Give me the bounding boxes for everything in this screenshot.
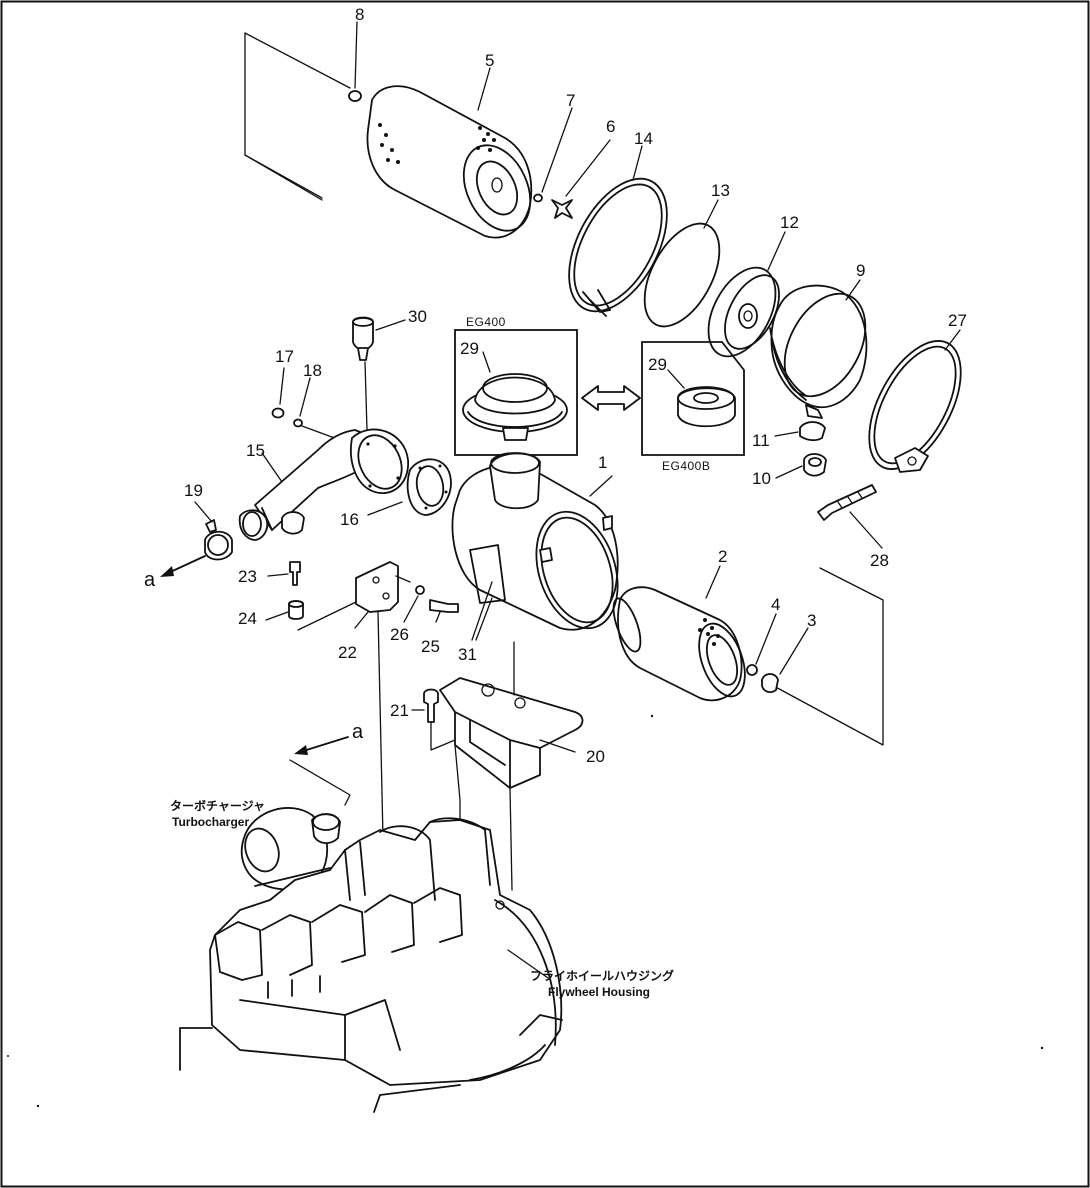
label-part-29-eg400b: 29 xyxy=(648,355,667,374)
label-part-10: 10 xyxy=(752,469,771,488)
part-14-clamp-band xyxy=(568,145,668,317)
part-5-perforations xyxy=(378,123,496,164)
caption-flywheel-en: Flywheel Housing xyxy=(548,985,650,999)
caption-turbocharger-en: Turbocharger xyxy=(172,815,249,829)
label-part-25: 25 xyxy=(421,637,440,656)
connection-arrow-a-left xyxy=(160,555,206,577)
scan-specks xyxy=(7,714,1044,1108)
part-19-hose-clamp xyxy=(194,501,233,561)
part-5-filter-element xyxy=(366,67,533,239)
part-18-washer xyxy=(293,377,341,441)
part-number-labels: 1 2 3 4 5 6 7 8 9 10 11 12 13 14 15 16 1… xyxy=(184,5,967,766)
part-26-washer xyxy=(403,585,425,623)
label-part-17: 17 xyxy=(275,347,294,366)
part-13-o-ring xyxy=(643,199,721,328)
label-part-5: 5 xyxy=(485,51,494,70)
part-1-air-cleaner-body xyxy=(451,452,619,641)
variant-swap-arrow xyxy=(581,385,641,411)
variant-box-eg400 xyxy=(454,329,578,456)
label-part-8: 8 xyxy=(355,5,364,24)
label-part-12: 12 xyxy=(780,213,799,232)
part-17-nut xyxy=(271,367,285,419)
part-4-washer xyxy=(746,613,777,676)
part-12-vane xyxy=(707,231,786,358)
label-part-29-eg400: 29 xyxy=(460,339,479,358)
part-30-dust-indicator xyxy=(352,316,406,431)
part-11-clamp xyxy=(774,421,826,442)
part-28-bolt xyxy=(817,484,883,549)
variant-label-eg400: EG400 xyxy=(466,315,506,329)
part-20-bracket xyxy=(439,641,584,789)
engine-block xyxy=(179,817,563,1113)
label-part-26: 26 xyxy=(390,625,409,644)
label-part-21: 21 xyxy=(390,701,409,720)
label-part-14: 14 xyxy=(634,129,653,148)
label-part-20: 20 xyxy=(586,747,605,766)
label-part-2: 2 xyxy=(718,547,727,566)
reference-lines xyxy=(244,32,884,746)
part-24-spacer xyxy=(265,600,304,621)
label-part-27: 27 xyxy=(948,311,967,330)
label-part-4: 4 xyxy=(771,595,780,614)
connection-letter-a-engine: a xyxy=(352,721,364,743)
part-9-dust-cup xyxy=(769,279,868,419)
label-part-13: 13 xyxy=(711,181,730,200)
part-3-wing-nut xyxy=(761,627,809,693)
label-part-7: 7 xyxy=(566,91,575,110)
label-part-9: 9 xyxy=(856,261,865,280)
part-25-bolt xyxy=(429,599,459,623)
label-part-15: 15 xyxy=(246,441,265,460)
part-8-ring xyxy=(348,21,362,102)
part-7-nut xyxy=(533,107,573,203)
label-part-23: 23 xyxy=(238,567,257,586)
part-2-primary-element xyxy=(612,565,746,702)
label-part-22: 22 xyxy=(338,643,357,662)
part-15-elbow xyxy=(238,428,409,541)
part-16-gasket xyxy=(367,458,452,516)
label-part-28: 28 xyxy=(870,551,889,570)
part-2-perforations xyxy=(698,618,720,646)
connection-arrow-a-engine xyxy=(289,736,351,806)
label-part-30: 30 xyxy=(408,307,427,326)
label-part-11: 11 xyxy=(752,431,770,450)
label-part-16: 16 xyxy=(340,510,359,529)
label-part-19: 19 xyxy=(184,481,203,500)
label-part-31: 31 xyxy=(458,645,477,664)
caption-flywheel-jp: フライホイールハウジング xyxy=(530,968,674,983)
part-23-bolt xyxy=(267,561,301,586)
part-27-clamp-band xyxy=(868,329,962,473)
part-21-bolt xyxy=(411,688,456,751)
label-part-18: 18 xyxy=(303,361,322,380)
caption-turbocharger-jp: ターボチャージャ xyxy=(170,798,265,813)
label-part-1: 1 xyxy=(598,453,607,472)
part-6-wing-nut xyxy=(551,139,611,219)
part-22-bracket xyxy=(297,561,411,631)
part-31-leader xyxy=(475,597,493,641)
variant-label-eg400b: EG400B xyxy=(662,459,710,473)
connection-letter-a-left: a xyxy=(144,569,156,591)
label-part-3: 3 xyxy=(807,611,816,630)
turbocharger xyxy=(240,807,346,891)
variant-box-eg400b xyxy=(641,341,745,456)
part-10-evacuator-valve xyxy=(775,453,827,479)
label-part-6: 6 xyxy=(606,117,615,136)
label-part-24: 24 xyxy=(238,609,257,628)
